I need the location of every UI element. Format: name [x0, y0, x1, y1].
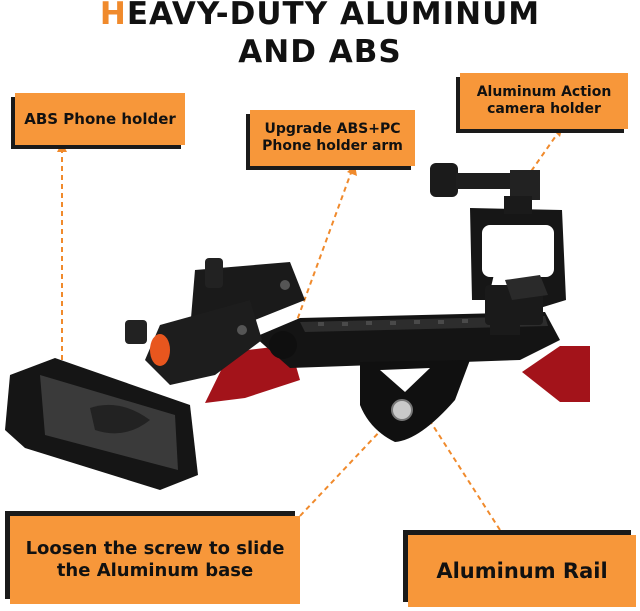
callout-arm-line-1: Upgrade ABS+PC: [264, 120, 401, 137]
leader-arm: [287, 169, 353, 346]
callout-phone-holder-text: ABS Phone holder: [24, 109, 176, 128]
phone-holder-arm: [125, 258, 305, 385]
callout-rail-text: Aluminum Rail: [436, 558, 608, 583]
base-plate: [360, 360, 470, 442]
phone-clamp: [5, 358, 198, 490]
headline-line-1: HEAVY-DUTY ALUMINUM: [0, 0, 640, 32]
action-camera-holder: [430, 163, 566, 335]
callout-arm-line-2: Phone holder arm: [262, 138, 403, 154]
callout-loosen-screw: Loosen the screw to slide the Aluminum b…: [10, 516, 300, 604]
callout-screw-line-2: the Aluminum base: [56, 560, 254, 581]
callout-action-line-2: camera holder: [487, 101, 601, 117]
slide-screw: [391, 399, 413, 421]
callout-phone-holder-arm: Upgrade ABS+PC Phone holder arm: [250, 110, 415, 166]
leader-action: [517, 129, 561, 191]
headline-line-1-rest: EAVY-DUTY ALUMINUM: [126, 0, 541, 32]
callout-action-line-1: Aluminum Action: [476, 83, 612, 100]
callout-aluminum-rail: Aluminum Rail: [408, 535, 636, 607]
headline-line-2: AND ABS: [238, 34, 402, 70]
callout-action-camera-holder: Aluminum Action camera holder: [460, 73, 628, 129]
headline-accent-letter: H: [99, 0, 127, 32]
leader-rail: [377, 339, 501, 531]
callout-screw-line-1: Loosen the screw to slide: [25, 537, 285, 559]
callout-phone-holder: ABS Phone holder: [15, 93, 185, 145]
